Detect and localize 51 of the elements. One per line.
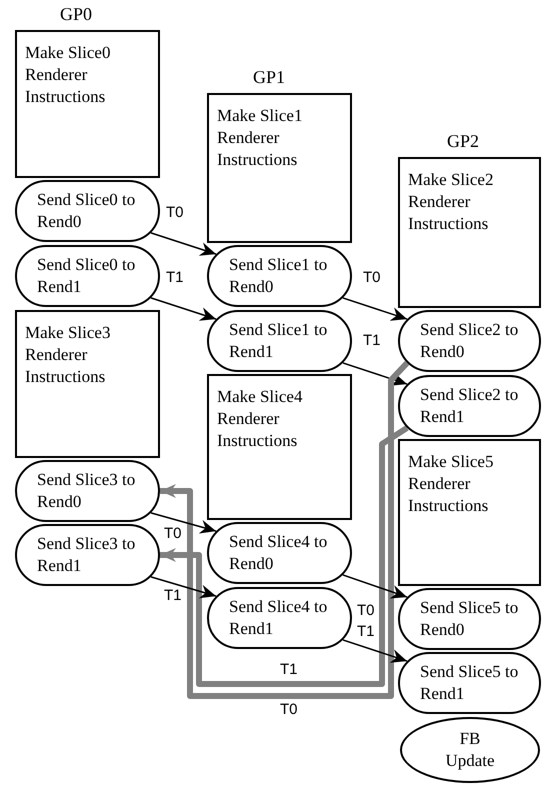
arrow	[150, 297, 216, 321]
send-step-pill	[15, 180, 160, 242]
send-step-pill	[207, 587, 352, 649]
node-label: Make Slice3 Renderer Instructions	[25, 322, 112, 388]
arrow	[150, 512, 216, 534]
node-label: Send Slice2 to Rend0	[420, 319, 520, 363]
node-label: Send Slice3 to Rend1	[37, 533, 136, 577]
node-label: Make Slice2 Renderer Instructions	[408, 169, 494, 235]
send-step-pill	[207, 522, 352, 584]
thick-arrow	[160, 425, 409, 687]
node-label: Send Slice1 to Rend1	[229, 319, 328, 363]
arrow	[150, 576, 216, 598]
arrow	[342, 362, 408, 386]
node-label: Send Slice0 to Rend0	[37, 189, 136, 233]
send-step-pill	[398, 310, 541, 372]
node-label: Send Slice0 to Rend1	[37, 254, 136, 298]
node-label: Send Slice5 to Rend1	[420, 661, 520, 705]
send-step-pill	[398, 588, 541, 650]
node-label: Send Slice1 to Rend0	[229, 254, 328, 298]
arrow	[150, 232, 216, 256]
process-box	[15, 30, 160, 178]
column-heading: GP0	[60, 4, 92, 25]
send-step-pill	[207, 310, 352, 372]
node-label: Send Slice4 to Rend0	[229, 531, 328, 575]
node-label: Send Slice5 to Rend0	[420, 597, 520, 641]
process-box	[207, 374, 352, 520]
process-box	[398, 439, 541, 586]
send-step-pill	[15, 460, 160, 522]
node-label: Send Slice2 to Rend1	[420, 384, 520, 428]
node-label: Make Slice1 Renderer Instructions	[217, 105, 304, 171]
node-label: Make Slice0 Renderer Instructions	[25, 42, 112, 108]
send-step-pill	[15, 245, 160, 307]
node-label: Make Slice4 Renderer Instructions	[217, 386, 304, 452]
update-ellipse	[400, 717, 540, 783]
column-heading: GP1	[253, 67, 286, 88]
send-step-pill	[207, 245, 352, 307]
node-label: Send Slice4 to Rend1	[229, 596, 328, 640]
process-box	[398, 157, 541, 308]
send-step-pill	[15, 524, 160, 586]
node-label: Send Slice3 to Rend0	[37, 469, 136, 513]
node-label: Make Slice5 Renderer Instructions	[408, 451, 494, 517]
thick-arrow	[160, 360, 410, 699]
node-label: FB Update	[444, 728, 496, 772]
arrow	[342, 574, 408, 598]
column-heading: GP2	[447, 131, 480, 152]
send-step-pill	[398, 652, 541, 714]
process-box	[15, 310, 160, 458]
arrow	[342, 297, 408, 321]
arrow	[342, 639, 408, 663]
send-step-pill	[398, 375, 541, 437]
process-box	[207, 93, 352, 243]
